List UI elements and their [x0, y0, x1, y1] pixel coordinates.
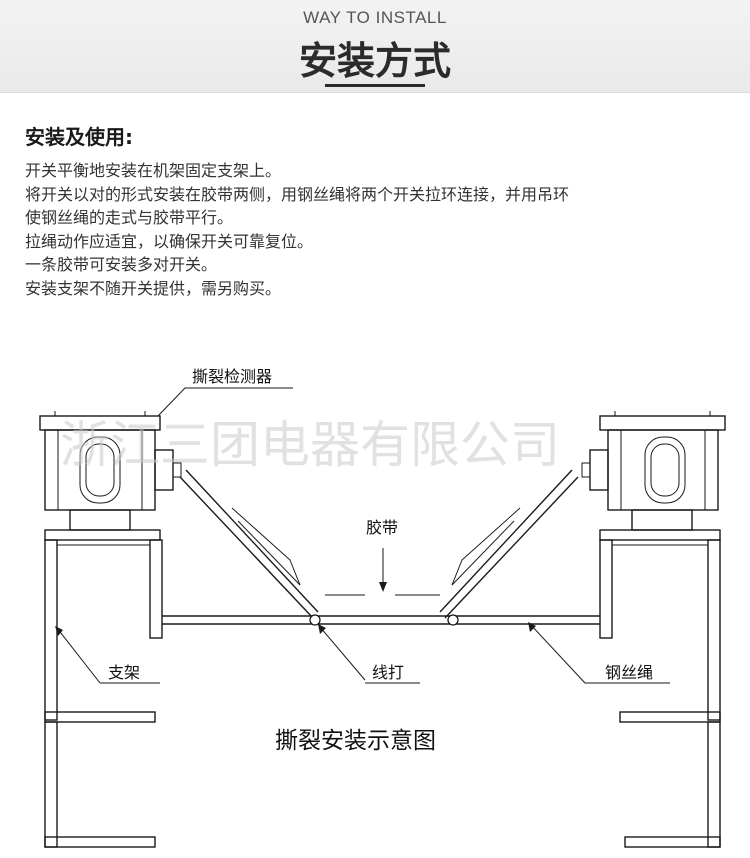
header-subtitle: WAY TO INSTALL: [303, 8, 447, 27]
installation-diagram: 撕裂检测器 胶带 支架 线打 钢丝绳 撕裂安装示意图 浙江三团电器有限公司: [39, 367, 726, 848]
title-underline: [325, 84, 425, 87]
diagram-caption: 撕裂安装示意图: [275, 728, 436, 754]
page-header: WAY TO INSTALL 安装方式: [0, 0, 750, 93]
instruction-line: 拉绳动作应适宜，以确保开关可靠复位。: [25, 231, 314, 251]
instruction-line: 将开关以对的形式安装在胶带两侧，用钢丝绳将两个开关拉环连接，并用吊环: [25, 184, 570, 204]
watermark: 浙江三团电器有限公司: [60, 416, 560, 474]
right-bracket: [599, 529, 721, 848]
leader-lines: [55, 387, 670, 684]
instruction-line: 安装支架不随开关提供，需另购买。: [25, 278, 282, 298]
steel-wire-rope: [162, 469, 600, 626]
instruction-line: 开关平衡地安装在机架固定支架上。: [25, 161, 282, 180]
instruction-line: 使钢丝绳的走式与胶带平行。: [25, 208, 234, 227]
section-heading: 安装及使用:: [25, 125, 133, 149]
label-rope: 钢丝绳: [605, 663, 653, 682]
label-detector: 撕裂检测器: [192, 367, 272, 386]
label-belt: 胶带: [366, 518, 398, 537]
instruction-text: 开关平衡地安装在机架固定支架上。 将开关以对的形式安装在胶带两侧，用钢丝绳将两个…: [25, 159, 730, 300]
label-wire-clip: 线打: [372, 663, 404, 682]
left-bracket: [44, 529, 163, 848]
header-title: 安装方式: [298, 39, 451, 83]
label-bracket: 支架: [108, 663, 140, 682]
instruction-line: 一条胶带可安装多对开关。: [25, 255, 218, 274]
conveyor-belt: [231, 507, 521, 596]
right-detector: [581, 411, 726, 531]
